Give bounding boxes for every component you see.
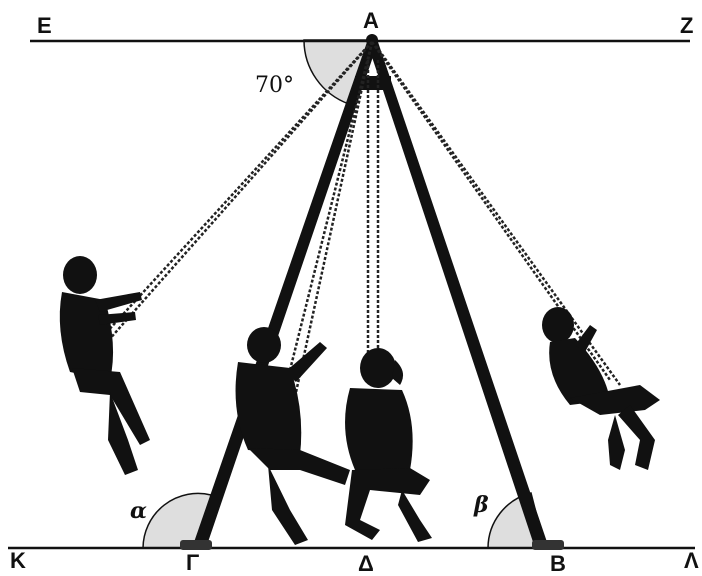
- label-Z: Ζ: [680, 13, 694, 38]
- frame-leg-right: [367, 42, 549, 548]
- frame-foot-left: [180, 540, 212, 550]
- angle-70-label: 70°: [255, 73, 294, 98]
- label-K: Κ: [10, 548, 26, 573]
- label-G: Γ: [186, 550, 200, 575]
- frame-foot-right: [532, 540, 564, 550]
- label-B: Β: [550, 551, 566, 576]
- angle-beta-label: β: [474, 492, 489, 518]
- label-A: Α: [363, 8, 379, 33]
- child-right-silhouette: [542, 307, 660, 470]
- frame-leg-left: [192, 42, 378, 548]
- frame-crossbar: [355, 76, 391, 90]
- angle-alpha-sector: [142, 492, 212, 549]
- label-D: Δ: [358, 551, 374, 576]
- frame-apex: [366, 34, 378, 46]
- angle-70-sector: [303, 39, 374, 105]
- child-left-silhouette: [59, 256, 150, 475]
- label-E: Ε: [37, 13, 52, 38]
- angle-alpha-label: α: [130, 498, 147, 524]
- label-L: Λ: [684, 548, 699, 573]
- child-center-silhouette: [235, 327, 350, 545]
- child-girl-silhouette: [345, 348, 432, 542]
